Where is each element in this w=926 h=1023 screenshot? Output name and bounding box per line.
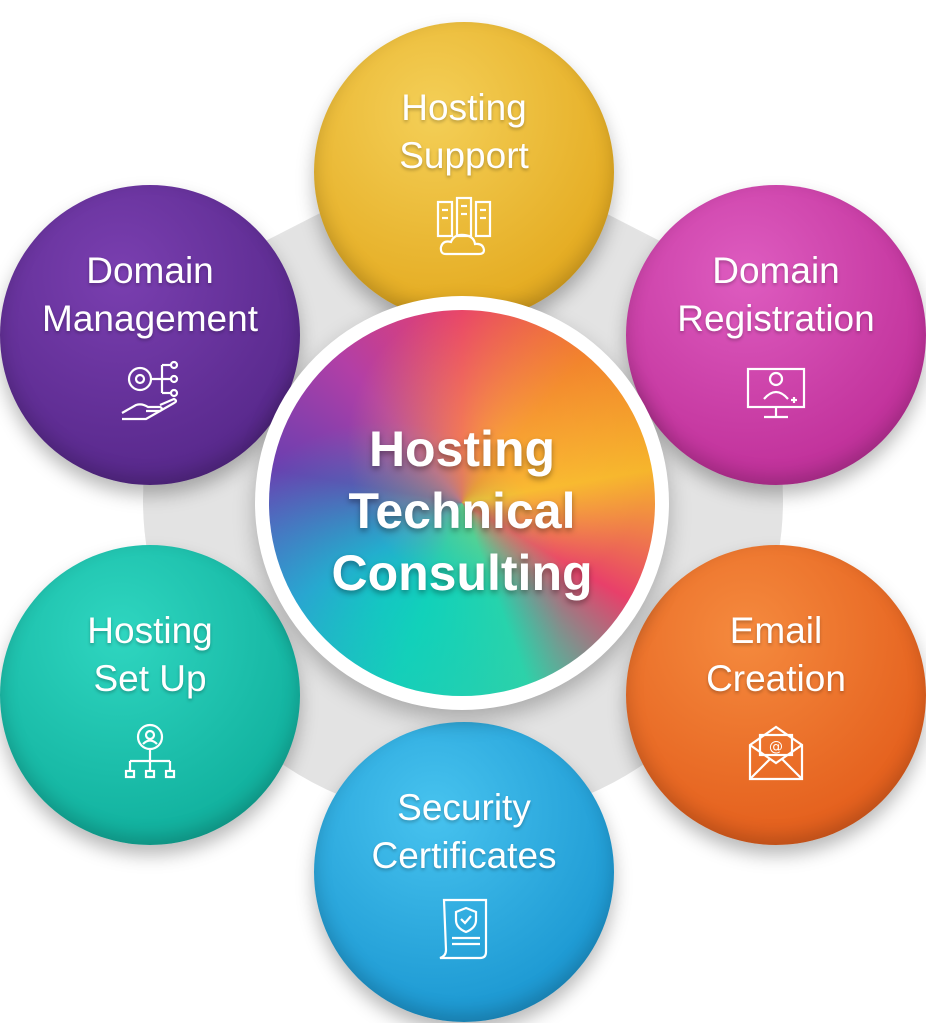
gear-network-icon — [116, 717, 184, 785]
node-hosting-support[interactable]: Hosting Support — [314, 22, 614, 322]
node-label: Email Creation — [706, 610, 846, 699]
node-label: Domain Management — [42, 250, 258, 339]
certificate-shield-icon — [430, 894, 498, 962]
node-label: Hosting Set Up — [87, 610, 213, 699]
gear-hand-icon — [116, 357, 184, 425]
monitor-user-icon — [742, 357, 810, 425]
server-cloud-icon — [430, 194, 498, 262]
node-label: Domain Registration — [677, 250, 875, 339]
node-hosting-set-up[interactable]: Hosting Set Up — [0, 545, 300, 845]
node-domain-registration[interactable]: Domain Registration — [626, 185, 926, 485]
node-label: Hosting Support — [399, 87, 529, 176]
center-disc: Hosting Technical Consulting — [269, 310, 655, 696]
envelope-at-icon: @ — [742, 717, 810, 785]
node-security-certificates[interactable]: Security Certificates — [314, 722, 614, 1022]
node-label: Security Certificates — [371, 787, 557, 876]
svg-text:@: @ — [769, 739, 783, 755]
center-hub: Hosting Technical Consulting — [255, 296, 669, 710]
node-email-creation[interactable]: Email Creation @ — [626, 545, 926, 845]
node-domain-management[interactable]: Domain Management — [0, 185, 300, 485]
center-title: Hosting Technical Consulting — [331, 421, 593, 601]
